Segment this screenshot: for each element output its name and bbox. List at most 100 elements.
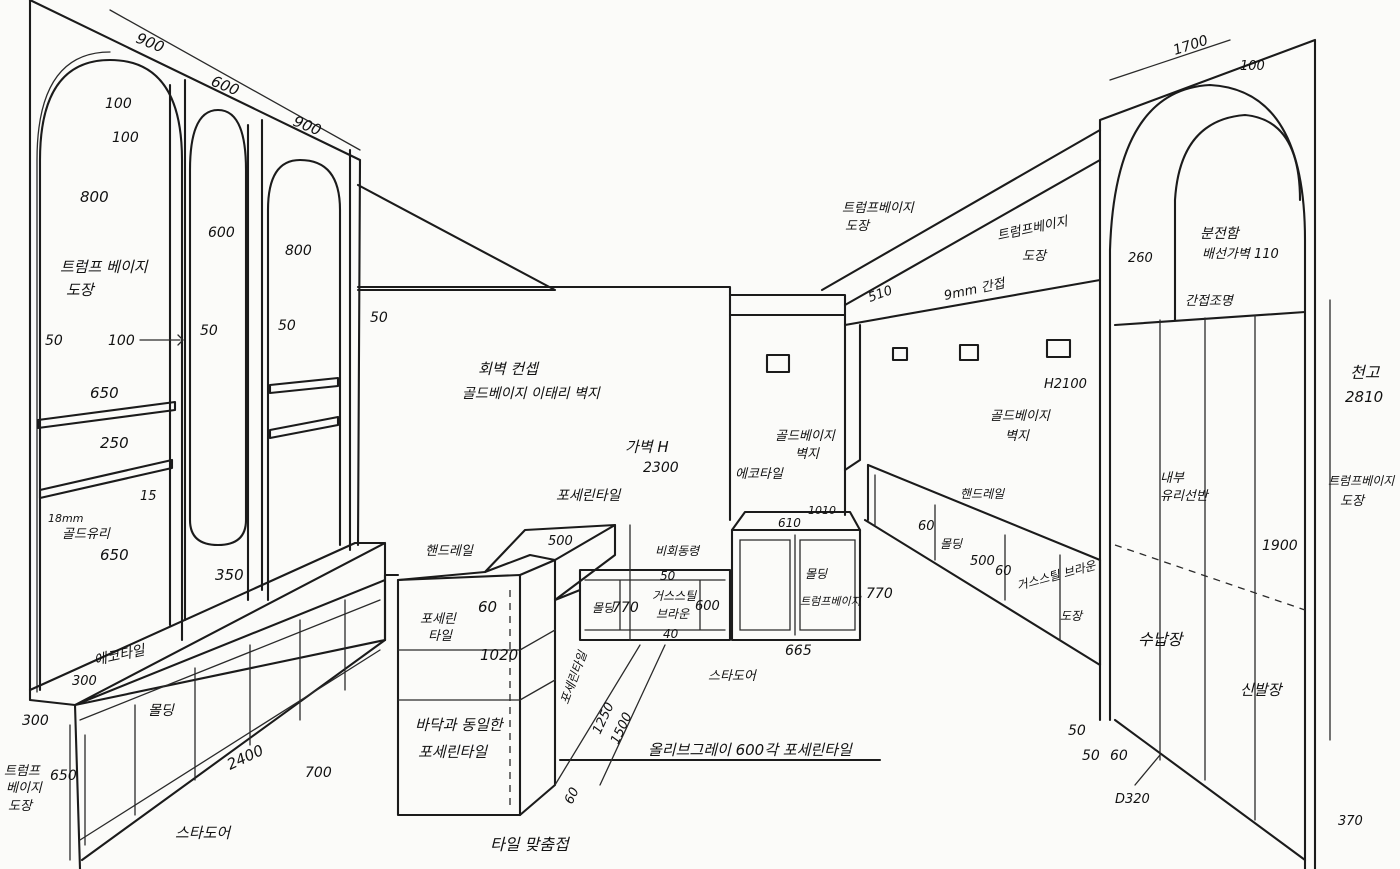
dim-370: 370: [1338, 814, 1363, 829]
floor-same-2: 포세린타일: [418, 743, 488, 761]
dim-50-a: 50: [45, 333, 63, 349]
ceiling-h-2: 2810: [1345, 388, 1383, 406]
arch-note-2: 배선가벽 110: [1202, 247, 1279, 262]
partition-h: 가벽 H: [625, 438, 669, 456]
sketch-lines: [28, 0, 1331, 869]
paint-ceiling-a: 트럼프베이지: [842, 201, 915, 216]
dim-2400: 2400: [224, 741, 266, 773]
stadoor-left: 스타도어: [175, 824, 232, 842]
dim-600-top: 600: [209, 72, 242, 99]
dim-50-c: 50: [278, 318, 296, 334]
paint-bl-2: 베이지: [6, 781, 43, 796]
paint-left-2: 도장: [66, 281, 96, 299]
dim-500-r: 500: [970, 554, 995, 569]
dim-600-cab: 600: [695, 599, 720, 614]
dim-770: 770: [612, 600, 639, 616]
porcelain-counter: 포세린: [420, 612, 457, 627]
dim-60-r: 60: [918, 519, 935, 534]
paint-ceiling-a-2: 도장: [845, 219, 871, 234]
glass-shelf-2: 골드유리: [62, 527, 111, 542]
dim-50-r: 50: [1068, 723, 1086, 739]
dim-510: 510: [866, 283, 894, 306]
dim-610: 610: [778, 516, 801, 530]
dim-50-r2: 50: [1082, 748, 1100, 764]
dim-665: 665: [785, 643, 812, 659]
dim-700: 700: [305, 765, 332, 781]
gold-beige-box: 골드베이지: [775, 429, 836, 444]
wall-note: 회벽 컨셉: [478, 360, 540, 378]
inner-glass-2: 유리선반: [1160, 489, 1210, 504]
dim-900-top2: 900: [291, 112, 324, 139]
ceiling-h: 천고: [1350, 363, 1381, 382]
d320: D320: [1115, 792, 1150, 807]
handrail-right: 핸드레일: [960, 487, 1005, 501]
dim-60-floor: 60: [562, 785, 583, 806]
porcelain-side: 포세린타일: [558, 648, 590, 706]
dim-100-a: 100: [105, 96, 132, 112]
floor-note: 올리브그레이 600각 포세린타일: [648, 741, 853, 759]
molding-right: 몰딩: [940, 537, 963, 551]
dim-100-c: 100: [108, 333, 135, 349]
paint-cab: 트럼프베이지: [800, 595, 862, 608]
dim-15: 15: [140, 489, 157, 504]
paint-bl-3: 도장: [8, 799, 34, 814]
gold-beige-right-2: 벽지: [1005, 429, 1030, 444]
gold-beige-right: 골드베이지: [990, 409, 1051, 424]
gas-steel-2: 브라운: [656, 607, 690, 621]
dim-300-a: 300: [72, 674, 97, 689]
molding-mid: 몰딩: [592, 601, 615, 615]
dim-50-cab: 50: [660, 569, 676, 583]
dim-650-a: 650: [90, 384, 119, 402]
dim-650-b: 650: [100, 546, 129, 564]
porcelain-top: 포세린타일: [556, 488, 622, 504]
dim-50-d: 50: [370, 310, 388, 326]
paint-ceiling-b-2: 도장: [1022, 249, 1048, 264]
dim-1900: 1900: [1262, 538, 1298, 554]
partition-h-2: 2300: [643, 460, 679, 476]
shoe-cabinet: 신발장: [1240, 681, 1284, 699]
ecotile-mid: 에코타일: [735, 467, 784, 482]
dim-350: 350: [215, 566, 244, 584]
arch-note: 분전함: [1200, 226, 1241, 242]
dim-600-mid: 600: [208, 225, 235, 241]
paint-ceiling-b: 트럼프베이지: [996, 214, 1070, 244]
dim-1700: 1700: [1171, 33, 1210, 59]
dim-800-left: 800: [80, 188, 109, 206]
dim-260: 260: [1128, 251, 1153, 266]
tile-join: 타일 맞춤접: [490, 835, 570, 854]
gold-beige-box-2: 벽지: [795, 447, 820, 462]
dim-1010: 1010: [808, 504, 836, 517]
dim-40: 40: [663, 627, 679, 641]
molding-cab: 몰딩: [805, 567, 828, 581]
dim-60-counter: 60: [478, 598, 497, 616]
led-note: 9mm 간접: [943, 276, 1007, 304]
dim-1020: 1020: [480, 646, 518, 664]
dim-60-r3: 60: [1110, 748, 1128, 764]
h2100: H2100: [1044, 377, 1087, 392]
annotations: 900 600 900 100 100 800 600 800 트럼프 베이지 …: [4, 29, 1395, 854]
paint-right-2: 도장: [1340, 494, 1366, 509]
dim-250: 250: [100, 434, 129, 452]
dim-770-b: 770: [866, 586, 893, 602]
glass-shelf: 18mm: [48, 512, 83, 525]
indirect-light: 간접조명: [1185, 294, 1235, 309]
paint-left: 트럼프 베이지: [60, 258, 149, 276]
ecotile-left: 에코타일: [93, 642, 148, 669]
hinge-note: 비회동령: [655, 544, 701, 558]
dim-650-c: 650: [50, 768, 77, 784]
porcelain-counter-2: 타일: [428, 629, 453, 644]
paint-right: 트럼프베이지: [1328, 474, 1395, 488]
dim-60-r2: 60: [995, 564, 1012, 579]
handrail-left: 핸드레일: [425, 544, 474, 559]
dim-300-b: 300: [22, 713, 49, 729]
inner-glass: 내부: [1160, 471, 1185, 486]
wall-note-2: 골드베이지 이태리 벽지: [462, 386, 601, 402]
gas-steel-right-2: 도장: [1060, 609, 1084, 623]
floor-same: 바닥과 동일한: [415, 716, 505, 734]
dim-100-r: 100: [1240, 59, 1265, 74]
dim-50-b: 50: [200, 323, 218, 339]
storage-cabinet: 수납장: [1138, 630, 1184, 649]
dim-800-right: 800: [285, 243, 312, 259]
molding-left: 몰딩: [148, 703, 175, 719]
